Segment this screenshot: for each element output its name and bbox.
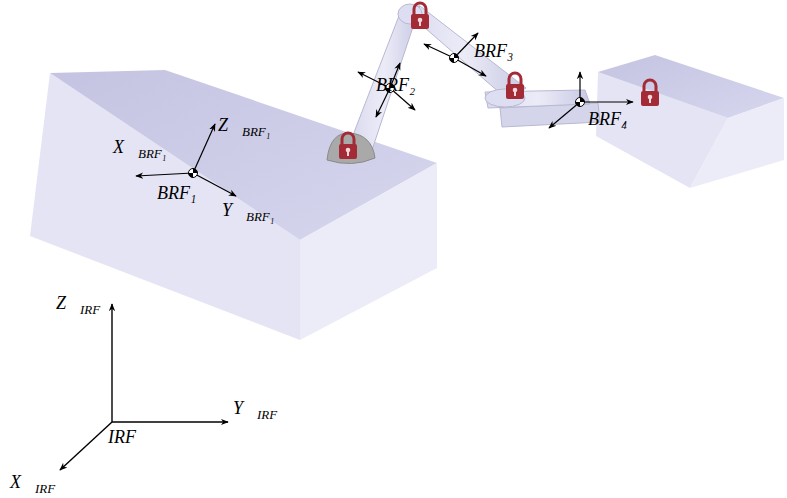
reference-frames bbox=[136, 33, 633, 196]
frame-label: BRF₄ bbox=[588, 110, 627, 128]
frame-label: X⃗IRF bbox=[10, 473, 55, 495]
frame-label: Y⃗BRF₁ bbox=[222, 201, 274, 223]
frame-label: Z⃗IRF bbox=[56, 294, 100, 316]
inertial-frame bbox=[60, 304, 228, 470]
frame-label: BRF₁ bbox=[157, 184, 196, 202]
frame-label: Z⃗BRF₁ bbox=[218, 116, 270, 138]
frame-label: Y⃗IRF bbox=[233, 399, 277, 421]
frame-origins bbox=[189, 54, 585, 178]
frame-label: IRF bbox=[108, 428, 136, 446]
robot-arm bbox=[327, 4, 600, 164]
frame-label: BRF₂ bbox=[376, 76, 415, 94]
frame-label: BRF₃ bbox=[474, 42, 513, 60]
frame-label: X⃗BRF₁ bbox=[113, 138, 166, 160]
